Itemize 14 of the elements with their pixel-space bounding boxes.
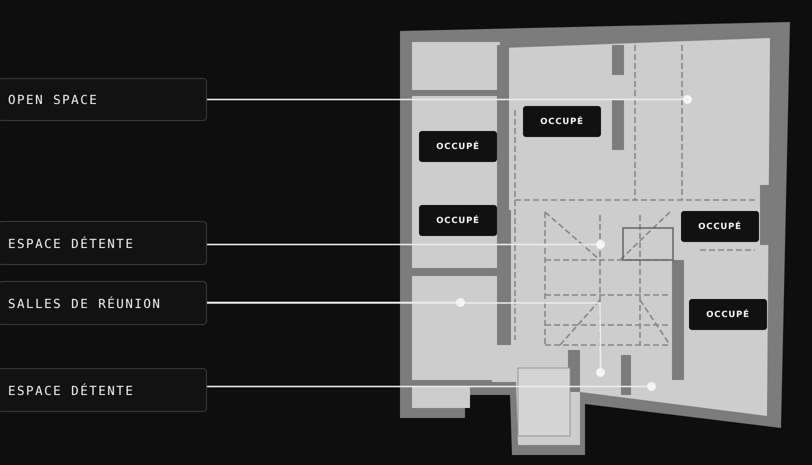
occupied-tag: OCCUPÉ (523, 106, 601, 137)
occupied-tag: OCCUPÉ (419, 131, 497, 162)
occupied-tag: OCCUPÉ (419, 205, 497, 236)
area-label: ESPACE DÉTENTE (0, 368, 207, 412)
leader-line (207, 98, 683, 100)
leader-line (207, 244, 596, 246)
leader-line (207, 386, 647, 388)
leader-line (207, 302, 456, 304)
area-label: ESPACE DÉTENTE (0, 221, 207, 265)
leader-line (207, 302, 602, 368)
area-label: SALLES DE RÉUNION (0, 281, 207, 325)
occupied-tag: OCCUPÉ (681, 211, 759, 242)
occupied-tag: OCCUPÉ (689, 299, 767, 330)
area-label: OPEN SPACE (0, 78, 207, 121)
